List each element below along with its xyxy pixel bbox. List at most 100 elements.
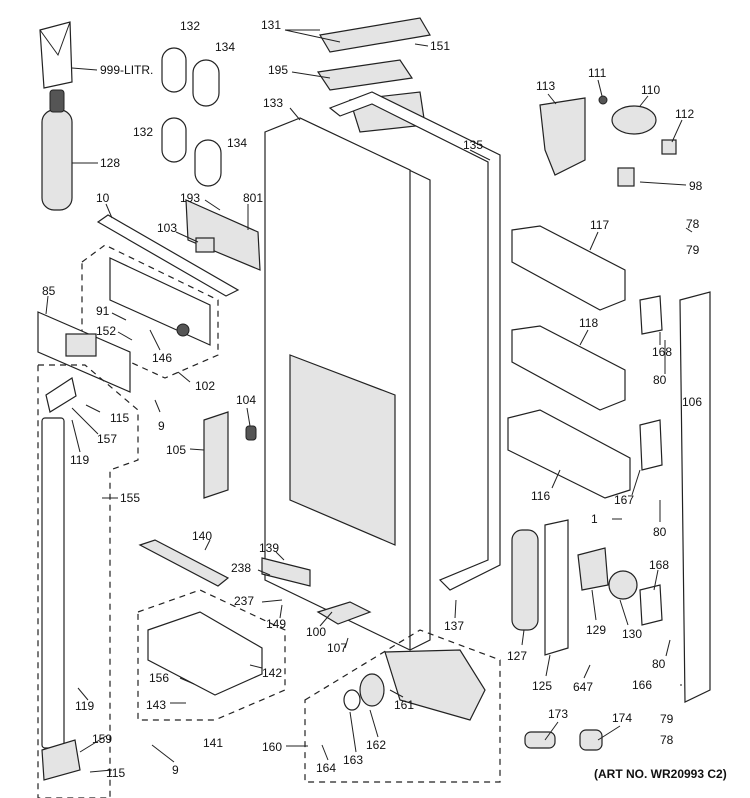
callout-label: 237 [234, 594, 254, 608]
callout-label: 156 [149, 671, 169, 685]
leader-lines [45, 29, 693, 773]
callout-label: 168 [652, 345, 672, 359]
callout-label: 78 [686, 217, 700, 231]
part-134b [194, 139, 222, 187]
part-159 [41, 739, 81, 781]
callout-label: 151 [430, 39, 450, 53]
part-132b [161, 117, 187, 163]
part-113 [539, 97, 586, 176]
part-filter-127 [511, 529, 539, 631]
callout-label: 127 [507, 649, 527, 663]
callout-label: 999-LITR. [100, 63, 153, 77]
callout-label: 195 [268, 63, 288, 77]
callout-label: 85 [42, 284, 56, 298]
part-139 [261, 557, 311, 587]
callout-label: 98 [689, 179, 703, 193]
callout-label: 10 [96, 191, 110, 205]
callout-label: 143 [146, 698, 166, 712]
part-tray-142 [147, 611, 263, 696]
callout-label: 110 [641, 83, 660, 97]
callout-label: 173 [548, 707, 568, 721]
callout-label: 135 [463, 138, 483, 152]
callout-label: 9 [158, 419, 165, 433]
callout-label: 159 [92, 732, 112, 746]
part-173 [524, 731, 556, 749]
callout-label: 80 [653, 373, 667, 387]
part-193 [185, 199, 261, 271]
part-131 [319, 17, 431, 53]
callout-label: 161 [394, 698, 414, 712]
callout-label: 162 [366, 738, 386, 752]
part-162 [359, 673, 385, 707]
part-100 [316, 601, 372, 625]
part-cover-125 [544, 519, 569, 656]
callout-label: 104 [236, 393, 256, 407]
art-number: (ART NO. WR20993 C2) [594, 767, 727, 781]
callout-label: 130 [622, 627, 642, 641]
callout-label: 134 [215, 40, 235, 54]
part-shapes [37, 17, 711, 798]
callout-label: 125 [532, 679, 552, 693]
part-literature [39, 21, 73, 89]
part-104 [245, 425, 257, 441]
callout-label: 155 [120, 491, 140, 505]
callout-label: 105 [166, 443, 186, 457]
callout-label: 116 [531, 489, 550, 503]
callout-label: 238 [231, 561, 251, 575]
callout-label: 160 [262, 740, 282, 754]
part-valve-130 [608, 570, 638, 600]
callout-label: 112 [675, 107, 694, 121]
callout-label: 100 [306, 625, 326, 639]
callout-label: 111 [588, 66, 607, 80]
callout-label: 118 [579, 316, 598, 330]
callout-label: 131 [261, 18, 281, 32]
callout-label: 128 [100, 156, 120, 170]
callout-label: 119 [70, 453, 89, 467]
part-102-panel [109, 257, 211, 346]
callout-label: 137 [444, 619, 464, 633]
callout-label: 1 [591, 512, 598, 526]
callout-label: 164 [316, 761, 336, 775]
part-shelf-116 [507, 409, 631, 499]
callout-labels: 999-LITR. 132 134 132 134 131 151 195 13… [42, 18, 703, 780]
callout-label: 168 [649, 558, 669, 572]
callout-label: 9 [172, 763, 179, 777]
callout-label: 91 [96, 304, 110, 318]
callout-label: 801 [243, 191, 263, 205]
callout-label: 107 [327, 641, 347, 655]
callout-label: 119 [75, 699, 94, 713]
callout-label: 167 [614, 493, 634, 507]
callout-label: 103 [157, 221, 177, 235]
callout-label: 152 [96, 324, 116, 338]
callout-label: 149 [266, 617, 286, 631]
callout-label: 142 [262, 666, 282, 680]
part-132 [161, 47, 187, 93]
callout-label: 647 [573, 680, 593, 694]
callout-label: 141 [203, 736, 223, 750]
part-134 [192, 59, 220, 107]
part-129 [577, 547, 609, 591]
part-140 [138, 539, 230, 587]
part-110 [611, 105, 657, 135]
callout-label: 134 [227, 136, 247, 150]
callout-label: 166 [632, 678, 652, 692]
part-shelf-118 [511, 325, 626, 411]
part-rail-166 [679, 291, 711, 703]
callout-label: 102 [195, 379, 215, 393]
part-dispenser-arm [41, 417, 65, 749]
callout-label: 115 [110, 411, 129, 425]
callout-label: 193 [180, 191, 200, 205]
callout-label: 146 [152, 351, 172, 365]
part-105 [203, 411, 229, 499]
part-shelf-117 [511, 225, 626, 311]
part-112 [661, 139, 677, 155]
callout-label: 79 [660, 712, 674, 726]
callout-label: 129 [586, 623, 606, 637]
part-161 [384, 649, 486, 721]
callout-label: 163 [343, 753, 363, 767]
part-98 [617, 167, 635, 187]
part-103 [195, 237, 215, 253]
callout-label: 80 [652, 657, 666, 671]
